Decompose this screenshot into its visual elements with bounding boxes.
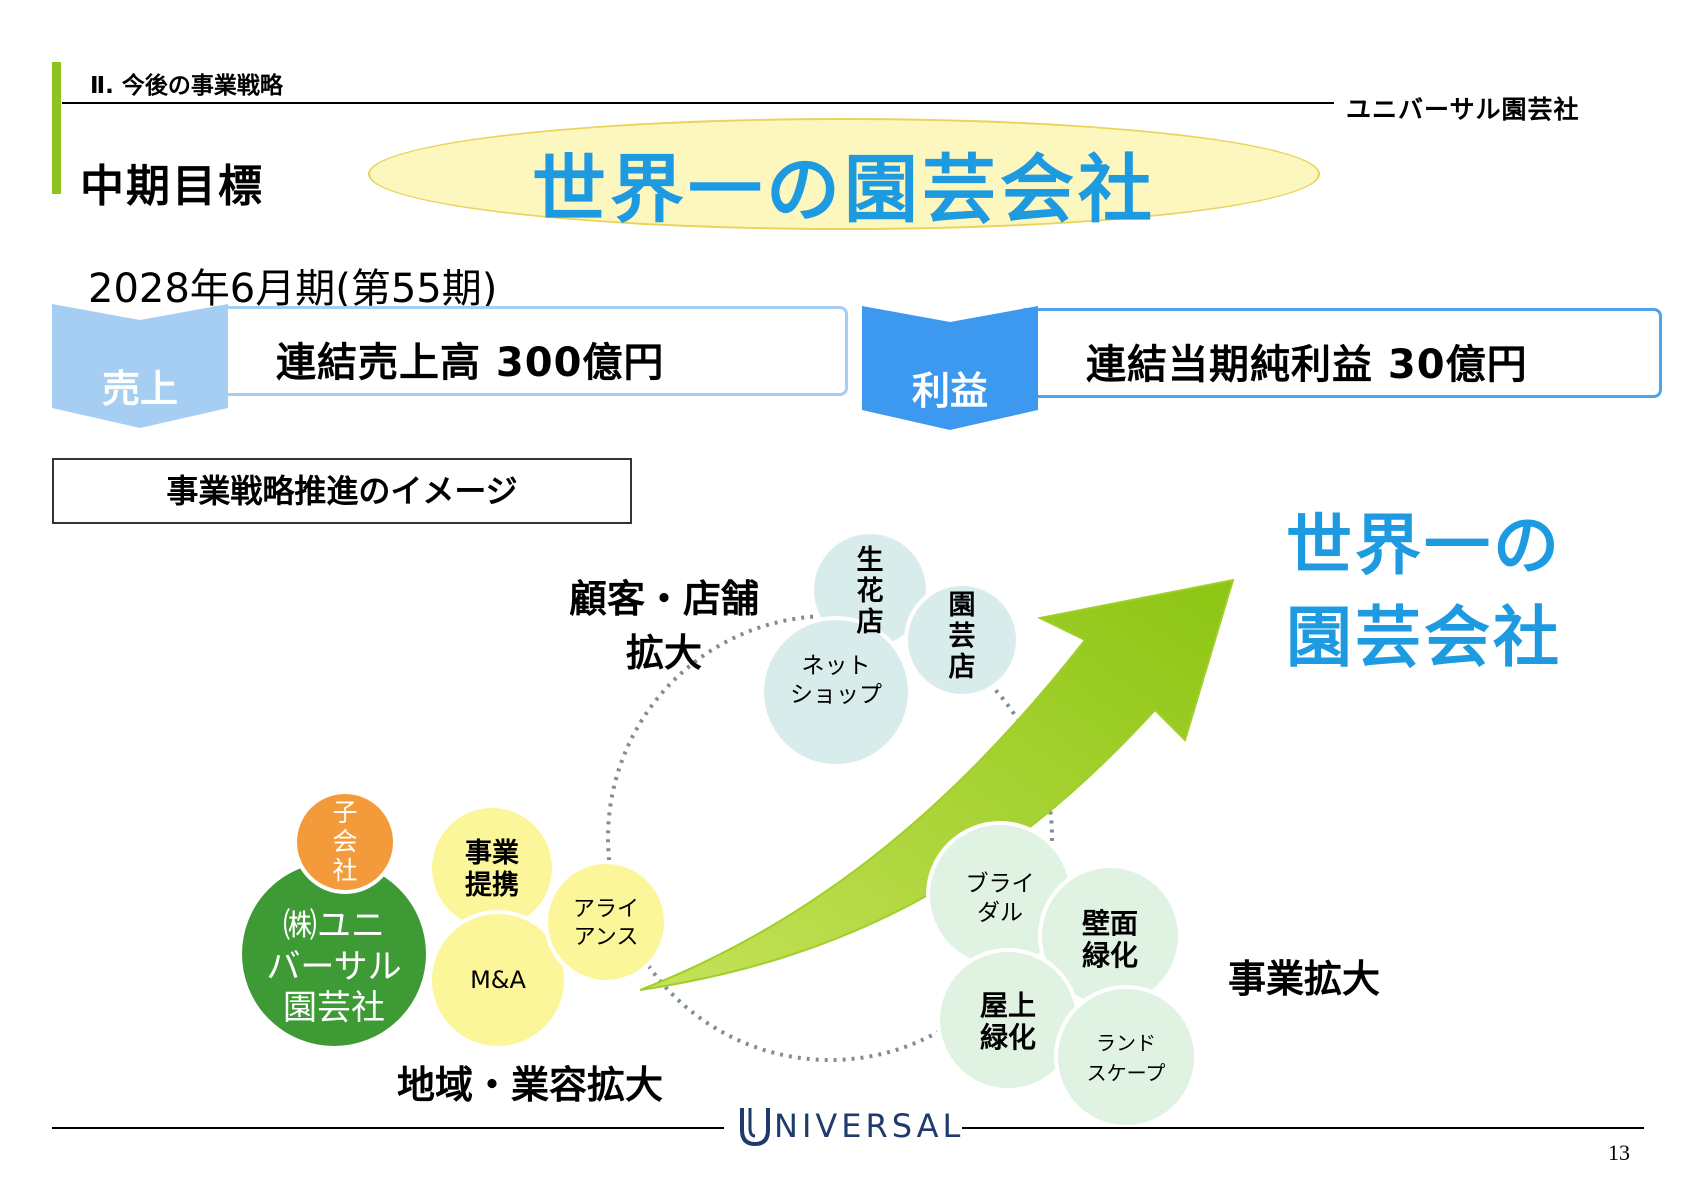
sales-chevron bbox=[52, 304, 228, 428]
landscape-line-1: ランド bbox=[1096, 1031, 1156, 1055]
landscape-line-2: スケープ bbox=[1086, 1061, 1166, 1085]
page-number: 13 bbox=[1608, 1140, 1630, 1165]
garden-shop-line-2: 芸 bbox=[948, 621, 976, 652]
partnership-line-1: 事業 bbox=[465, 838, 519, 869]
flower-shop-line-3: 店 bbox=[856, 607, 884, 638]
garden-shop-line-1: 園 bbox=[948, 590, 976, 621]
footer-rule-right bbox=[962, 1127, 1644, 1129]
goal-line-2: 園芸会社 bbox=[1286, 599, 1562, 676]
company-line-1: ㈱ユニ bbox=[283, 906, 385, 946]
growth-arrow bbox=[639, 578, 1235, 991]
net-shop-line-1: ネット bbox=[801, 653, 871, 679]
logo-wordmark: NIVERSAL bbox=[774, 1107, 965, 1145]
landscape-text: ランド スケープ bbox=[1066, 1028, 1186, 1088]
page-title: 中期目標 bbox=[80, 161, 264, 212]
profit-box bbox=[1018, 308, 1662, 398]
net-shop-circle bbox=[760, 616, 912, 768]
partnership-line-2: 提携 bbox=[465, 870, 519, 901]
alliance-line-2: アンス bbox=[573, 925, 639, 950]
garden-shop-text: 園 芸 店 bbox=[932, 590, 992, 683]
region-label: 地域・業容拡大 bbox=[396, 1063, 663, 1107]
company-text: ㈱ユニ バーサル 園芸社 bbox=[240, 906, 428, 1029]
alliance-text: アライ アンス bbox=[556, 896, 656, 952]
roof-greening-text: 屋上 緑化 bbox=[948, 990, 1068, 1054]
company-name: ユニバーサル園芸社 bbox=[1346, 95, 1580, 124]
net-shop-line-2: ショップ bbox=[790, 682, 882, 708]
target-period: 2028年6月期(第55期) bbox=[88, 266, 498, 312]
bridal-line-2: ダル bbox=[977, 900, 1023, 926]
subsidiary-text: 子 会 社 bbox=[320, 798, 370, 885]
sales-label: 売上 bbox=[101, 367, 178, 411]
ma-text: M&A bbox=[470, 966, 526, 994]
customer-label-line-2: 拡大 bbox=[625, 631, 702, 675]
strategy-title: 事業戦略推進のイメージ bbox=[52, 458, 632, 524]
section-label: Ⅱ. 今後の事業戦略 bbox=[90, 73, 283, 99]
flower-shop-text: 生 花 店 bbox=[840, 545, 900, 638]
profit-chevron bbox=[862, 306, 1038, 430]
subsidiary-circle bbox=[293, 790, 397, 894]
partnership-text: 事業 提携 bbox=[442, 838, 542, 902]
profit-label: 利益 bbox=[911, 369, 988, 413]
roof-greening-line-1: 屋上 bbox=[979, 989, 1036, 1022]
flower-shop-line-2: 花 bbox=[856, 576, 884, 607]
subsidiary-line-3: 社 bbox=[332, 856, 358, 885]
wall-greening-line-1: 壁面 bbox=[1081, 907, 1138, 940]
subsidiary-line-1: 子 bbox=[332, 798, 358, 827]
garden-shop-circle bbox=[904, 582, 1020, 698]
subsidiary-line-2: 会 bbox=[332, 827, 358, 856]
slogan-text: 世界一の園芸会社 bbox=[532, 147, 1156, 233]
company-line-2: バーサル bbox=[266, 947, 402, 987]
net-shop-text: ネット ショップ bbox=[770, 652, 902, 710]
goal-text: 世界一の 園芸会社 bbox=[1286, 500, 1562, 684]
ma-circle bbox=[428, 910, 568, 1050]
customer-label: 顧客・店舗 拡大 bbox=[556, 572, 772, 680]
bridal-text: ブライ ダル bbox=[940, 870, 1060, 928]
customer-label-line-1: 顧客・店舗 bbox=[568, 577, 759, 621]
header-rule bbox=[62, 102, 1334, 104]
alliance-line-1: アライ bbox=[572, 897, 639, 922]
slogan-ellipse bbox=[368, 118, 1320, 230]
alliance-circle bbox=[544, 860, 668, 984]
goal-line-1: 世界一の bbox=[1286, 507, 1562, 584]
wall-greening-line-2: 緑化 bbox=[1081, 939, 1138, 972]
business-label: 事業拡大 bbox=[1227, 957, 1380, 1001]
company-line-3: 園芸社 bbox=[283, 988, 385, 1028]
roof-greening-line-2: 緑化 bbox=[979, 1021, 1036, 1054]
sales-box bbox=[208, 306, 848, 396]
bridal-line-1: ブライ bbox=[965, 871, 1035, 897]
wall-greening-text: 壁面 緑化 bbox=[1050, 908, 1170, 972]
accent-bar bbox=[52, 62, 61, 194]
footer-rule-left bbox=[52, 1127, 724, 1129]
sales-text: 連結売上高 300億円 bbox=[276, 340, 665, 386]
profit-text: 連結当期純利益 30億円 bbox=[1086, 342, 1528, 388]
universal-logo-icon bbox=[740, 1108, 770, 1146]
garden-shop-line-3: 店 bbox=[948, 652, 976, 683]
flower-shop-line-1: 生 bbox=[856, 545, 884, 576]
